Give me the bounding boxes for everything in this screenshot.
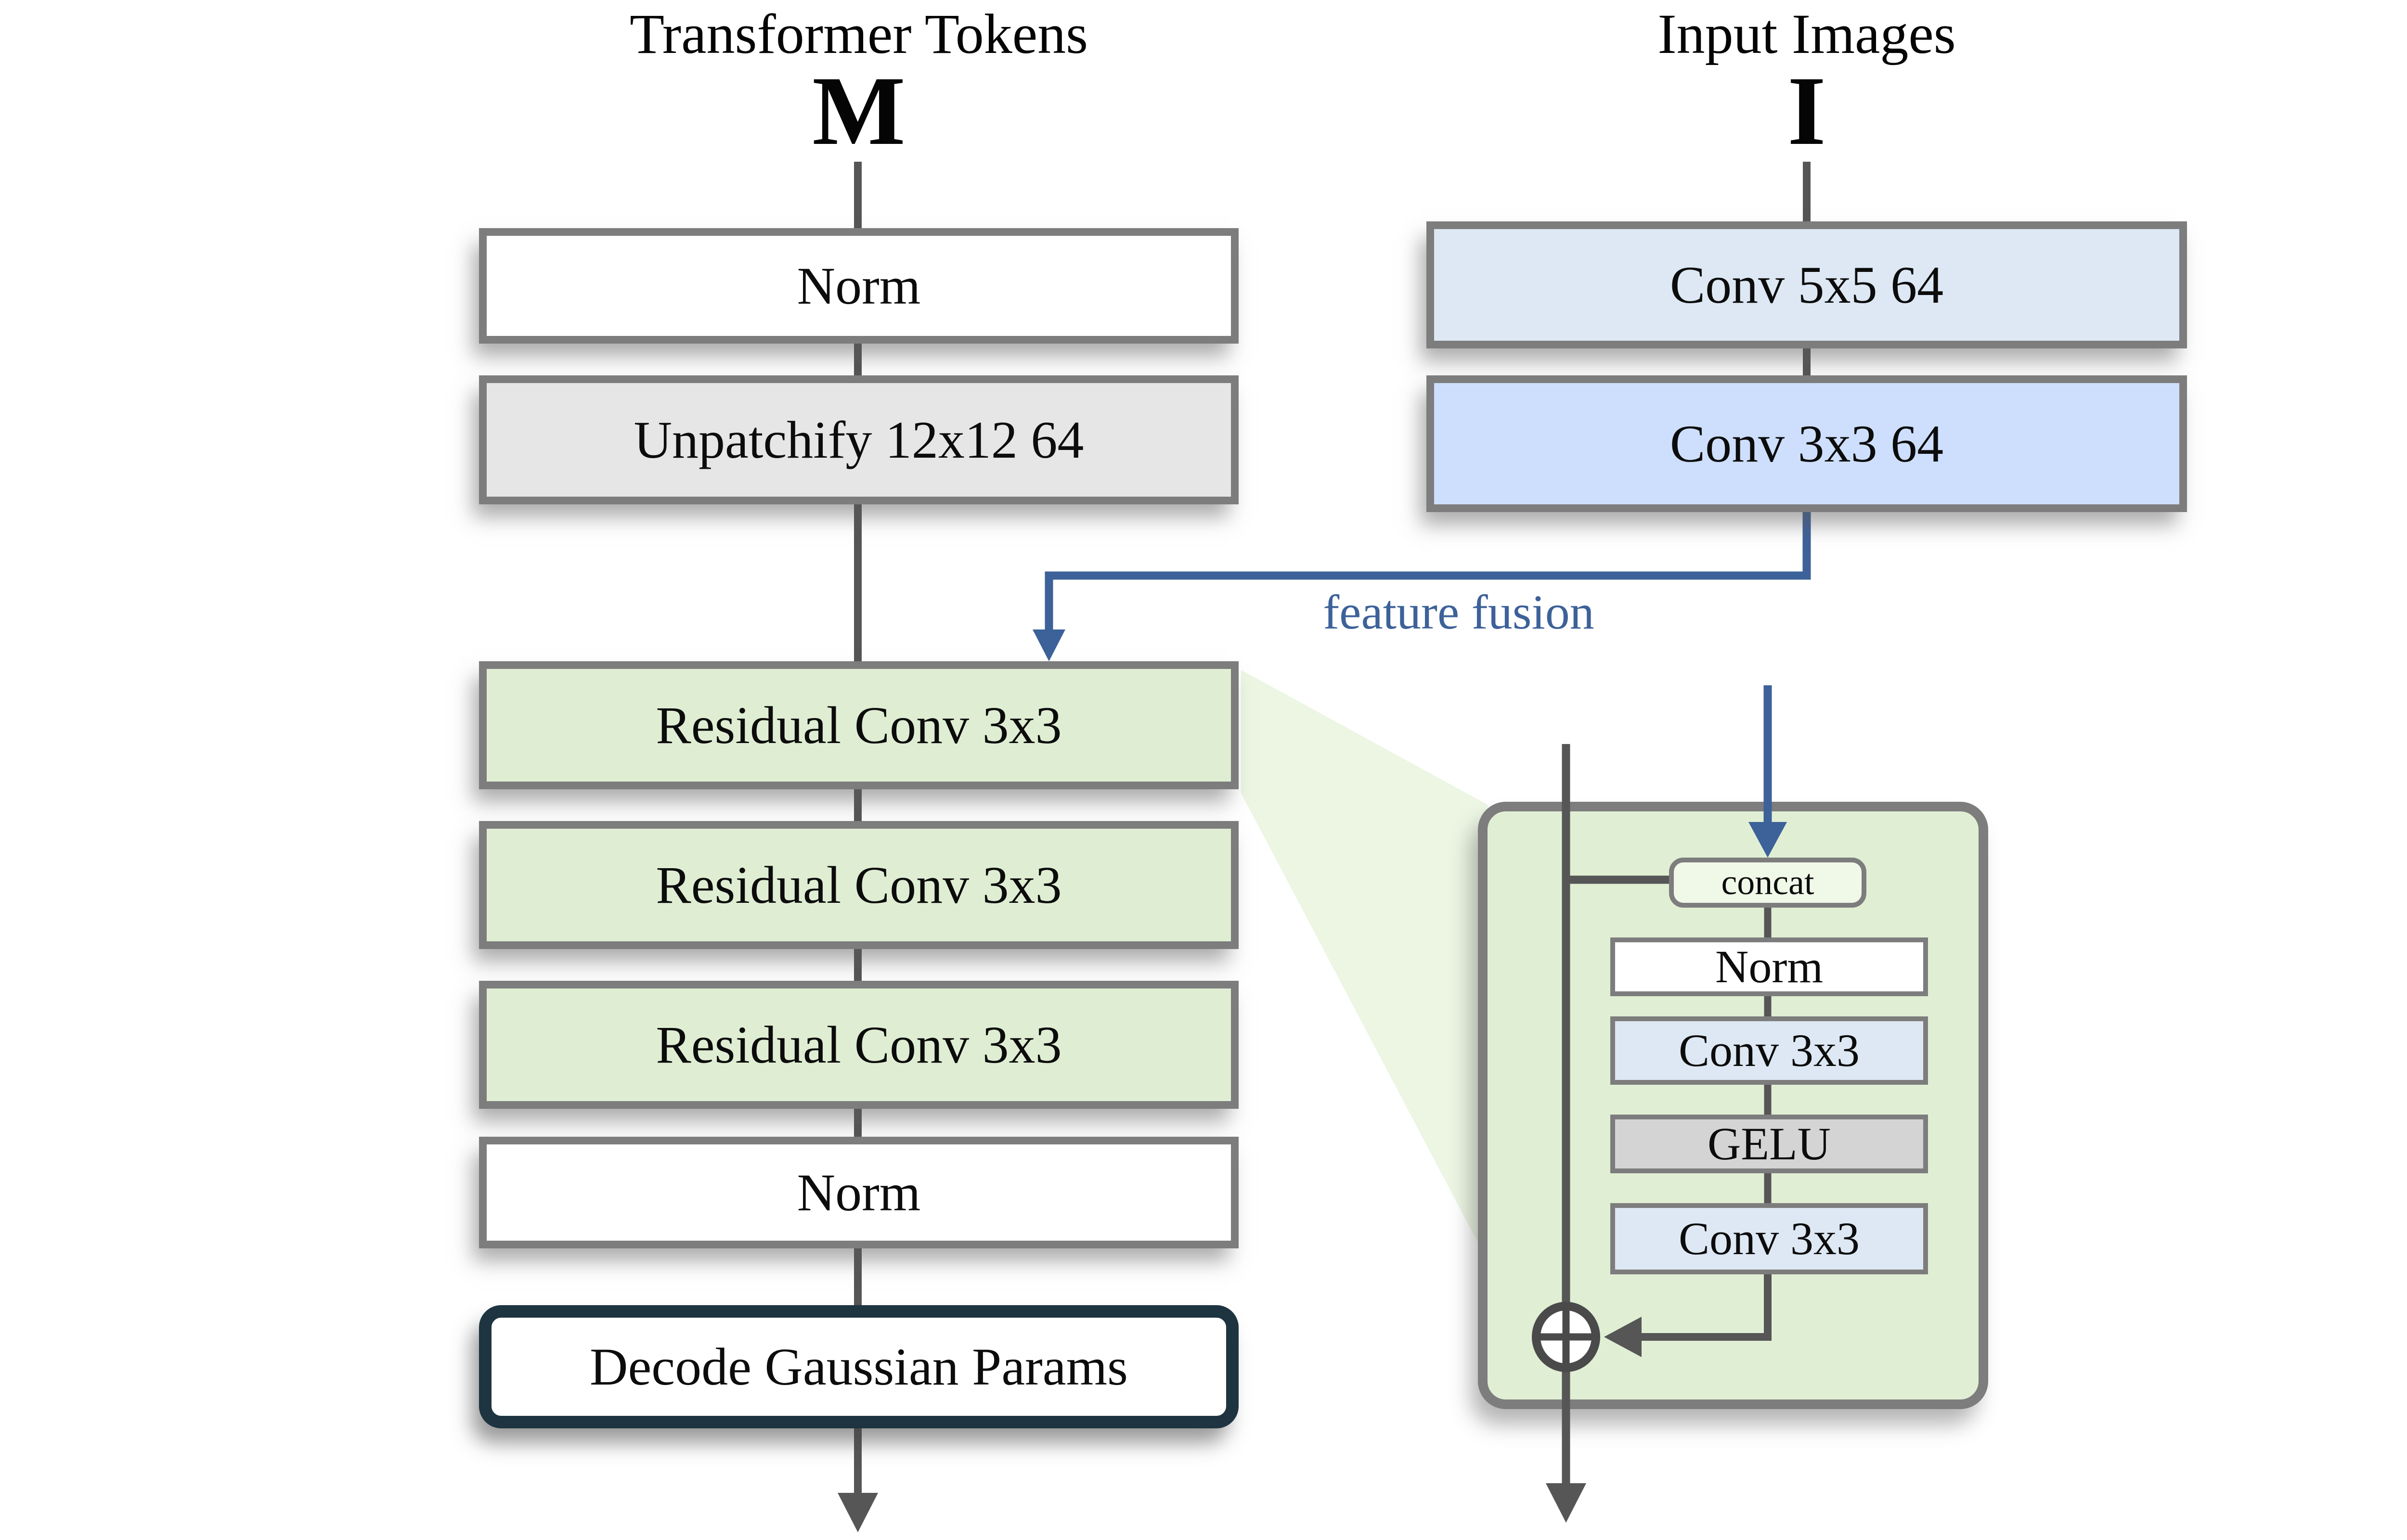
block-norm-bottom-label: Norm <box>797 1163 921 1222</box>
block-residual-conv-2-label: Residual Conv 3x3 <box>656 856 1062 914</box>
block-conv3x3-64-label: Conv 3x3 64 <box>1669 414 1944 473</box>
block-conv3x3-64: Conv 3x3 64 <box>1426 375 2187 512</box>
block-unpatchify: Unpatchify 12x12 64 <box>479 375 1239 504</box>
block-conv5x5-64: Conv 5x5 64 <box>1426 221 2187 348</box>
block-residual-conv-3: Residual Conv 3x3 <box>479 981 1239 1109</box>
detail-gelu-box: GELU <box>1610 1115 1928 1173</box>
zoom-wedge <box>1241 670 1488 1261</box>
conv-to-sum-line <box>1641 1273 1772 1341</box>
right-column-symbol: I <box>1787 56 1826 166</box>
left-column-symbol: M <box>812 56 906 166</box>
block-decode-gaussian-params: Decode Gaussian Params <box>479 1305 1239 1428</box>
skip-output-arrowhead-icon <box>1546 1483 1586 1523</box>
detail-concat-box: concat <box>1669 858 1866 908</box>
detail-conv3x3-box-1: Conv 3x3 <box>1610 1016 1928 1085</box>
detail-input-arrowhead-icon <box>1748 822 1787 858</box>
block-norm-top: Norm <box>479 228 1239 344</box>
block-residual-conv-2: Residual Conv 3x3 <box>479 821 1239 949</box>
detail-norm-box: Norm <box>1610 937 1928 996</box>
detail-conv3x3-box-2: Conv 3x3 <box>1610 1203 1928 1274</box>
detail-conv3x3-1-label: Conv 3x3 <box>1678 1025 1860 1076</box>
block-residual-conv-1: Residual Conv 3x3 <box>479 661 1239 789</box>
left-column-title: Transformer Tokens <box>629 2 1088 65</box>
block-norm-top-label: Norm <box>797 257 921 315</box>
feature-fusion-label: feature fusion <box>1323 585 1594 640</box>
block-residual-conv-1-label: Residual Conv 3x3 <box>656 696 1062 755</box>
feature-fusion-arrow <box>1045 509 1811 634</box>
output-arrowhead-icon <box>838 1493 878 1532</box>
feature-fusion-arrowhead-icon <box>1033 629 1065 661</box>
block-conv5x5-64-label: Conv 5x5 64 <box>1669 256 1944 314</box>
sum-arrowhead-icon <box>1604 1317 1642 1357</box>
detail-gelu-label: GELU <box>1708 1118 1831 1169</box>
detail-conv3x3-2-label: Conv 3x3 <box>1678 1213 1860 1264</box>
block-residual-conv-3-label: Residual Conv 3x3 <box>656 1015 1062 1074</box>
right-column-title: Input Images <box>1657 2 1956 65</box>
block-norm-bottom: Norm <box>479 1137 1239 1248</box>
detail-concat-label: concat <box>1721 863 1814 902</box>
detail-norm-label: Norm <box>1715 941 1823 992</box>
block-decode-gaussian-params-label: Decode Gaussian Params <box>590 1337 1128 1396</box>
block-unpatchify-label: Unpatchify 12x12 64 <box>634 411 1084 469</box>
